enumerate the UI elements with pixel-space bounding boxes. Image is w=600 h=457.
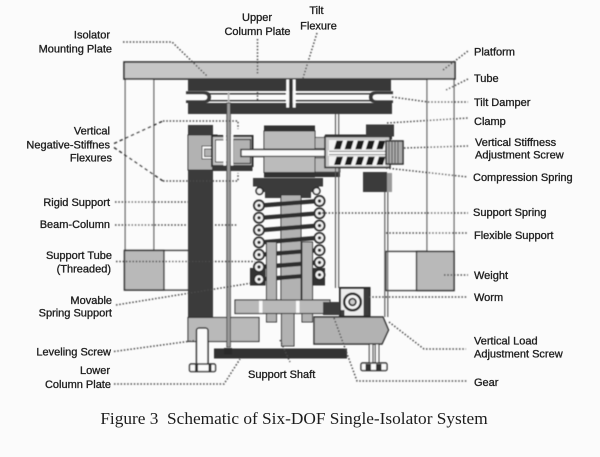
svg-text:Flexible Support: Flexible Support — [474, 230, 554, 242]
svg-text:Tube: Tube — [474, 73, 499, 85]
svg-text:Tilt: Tilt — [309, 5, 323, 17]
svg-text:Flexures: Flexures — [70, 153, 113, 165]
svg-text:Movable: Movable — [70, 295, 112, 307]
svg-text:Vertical: Vertical — [74, 126, 110, 138]
svg-text:Clamp: Clamp — [474, 116, 506, 128]
svg-text:Support Shaft: Support Shaft — [248, 369, 315, 381]
svg-text:Upper: Upper — [242, 12, 272, 24]
svg-text:Column Plate: Column Plate — [45, 379, 111, 391]
svg-text:Negative-Stiffnes: Negative-Stiffnes — [26, 140, 110, 152]
svg-text:Spring Support: Spring Support — [39, 308, 112, 320]
svg-text:Lower: Lower — [80, 365, 110, 377]
svg-text:Mounting Plate: Mounting Plate — [39, 44, 112, 56]
svg-text:Worm: Worm — [474, 292, 503, 304]
svg-text:Weight: Weight — [474, 270, 508, 282]
svg-text:Column Plate: Column Plate — [224, 26, 290, 38]
svg-text:Vertical Stiffness: Vertical Stiffness — [475, 137, 557, 149]
svg-text:Leveling Screw: Leveling Screw — [36, 347, 111, 359]
svg-text:Tilt Damper: Tilt Damper — [474, 97, 531, 109]
svg-text:Flexure: Flexure — [300, 21, 337, 33]
svg-text:Isolator: Isolator — [74, 30, 110, 42]
svg-text:Adjustment Screw: Adjustment Screw — [474, 349, 563, 361]
svg-text:Vertical Load: Vertical Load — [474, 336, 538, 348]
svg-text:Support Tube: Support Tube — [46, 250, 112, 262]
svg-text:Gear: Gear — [474, 377, 499, 389]
svg-text:(Threaded): (Threaded) — [57, 264, 111, 276]
svg-text:Adjustment Screw: Adjustment Screw — [475, 150, 564, 162]
svg-text:Compression Spring: Compression Spring — [473, 172, 573, 184]
svg-text:Support Spring: Support Spring — [473, 207, 546, 219]
svg-text:Beam-Column: Beam-Column — [40, 219, 110, 231]
svg-text:Platform: Platform — [474, 47, 515, 59]
svg-text:Figure 3 Schematic of Six-DOF: Figure 3 Schematic of Six-DOF Single-Iso… — [100, 409, 488, 428]
svg-text:Rigid Support: Rigid Support — [43, 197, 110, 209]
